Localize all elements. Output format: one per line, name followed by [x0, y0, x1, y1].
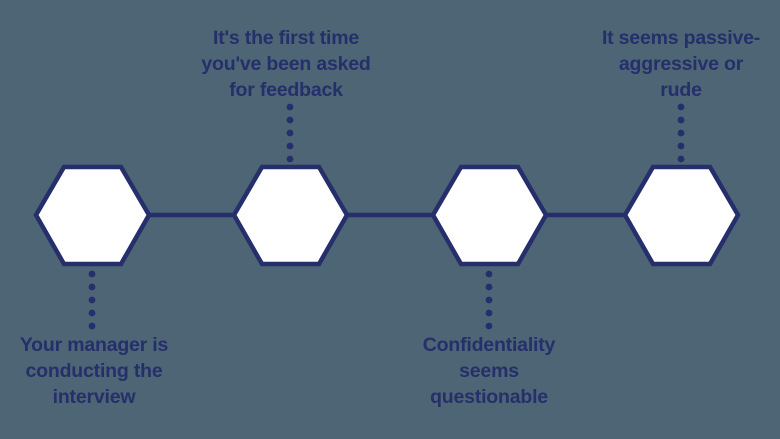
hexagon-nodes [33, 164, 741, 267]
node-label-3: Confidentiality seems questionable [422, 334, 556, 408]
leader-node-4 [677, 103, 685, 163]
leader-node-2 [286, 103, 294, 163]
node-label-4: It seems passive- aggressive or rude [601, 27, 761, 101]
leader-lines [88, 103, 685, 330]
hexagon-node-2[interactable] [231, 164, 350, 267]
leader-node-3 [485, 270, 493, 330]
node-label-2: It's the first time you've been asked fo… [201, 27, 371, 101]
node-label-1: Your manager is conducting the interview [19, 334, 169, 408]
hexagon-node-3[interactable] [430, 164, 549, 267]
leader-node-1 [88, 270, 96, 330]
hexagon-node-1[interactable] [33, 164, 152, 267]
hexagon-node-4[interactable] [622, 164, 741, 267]
